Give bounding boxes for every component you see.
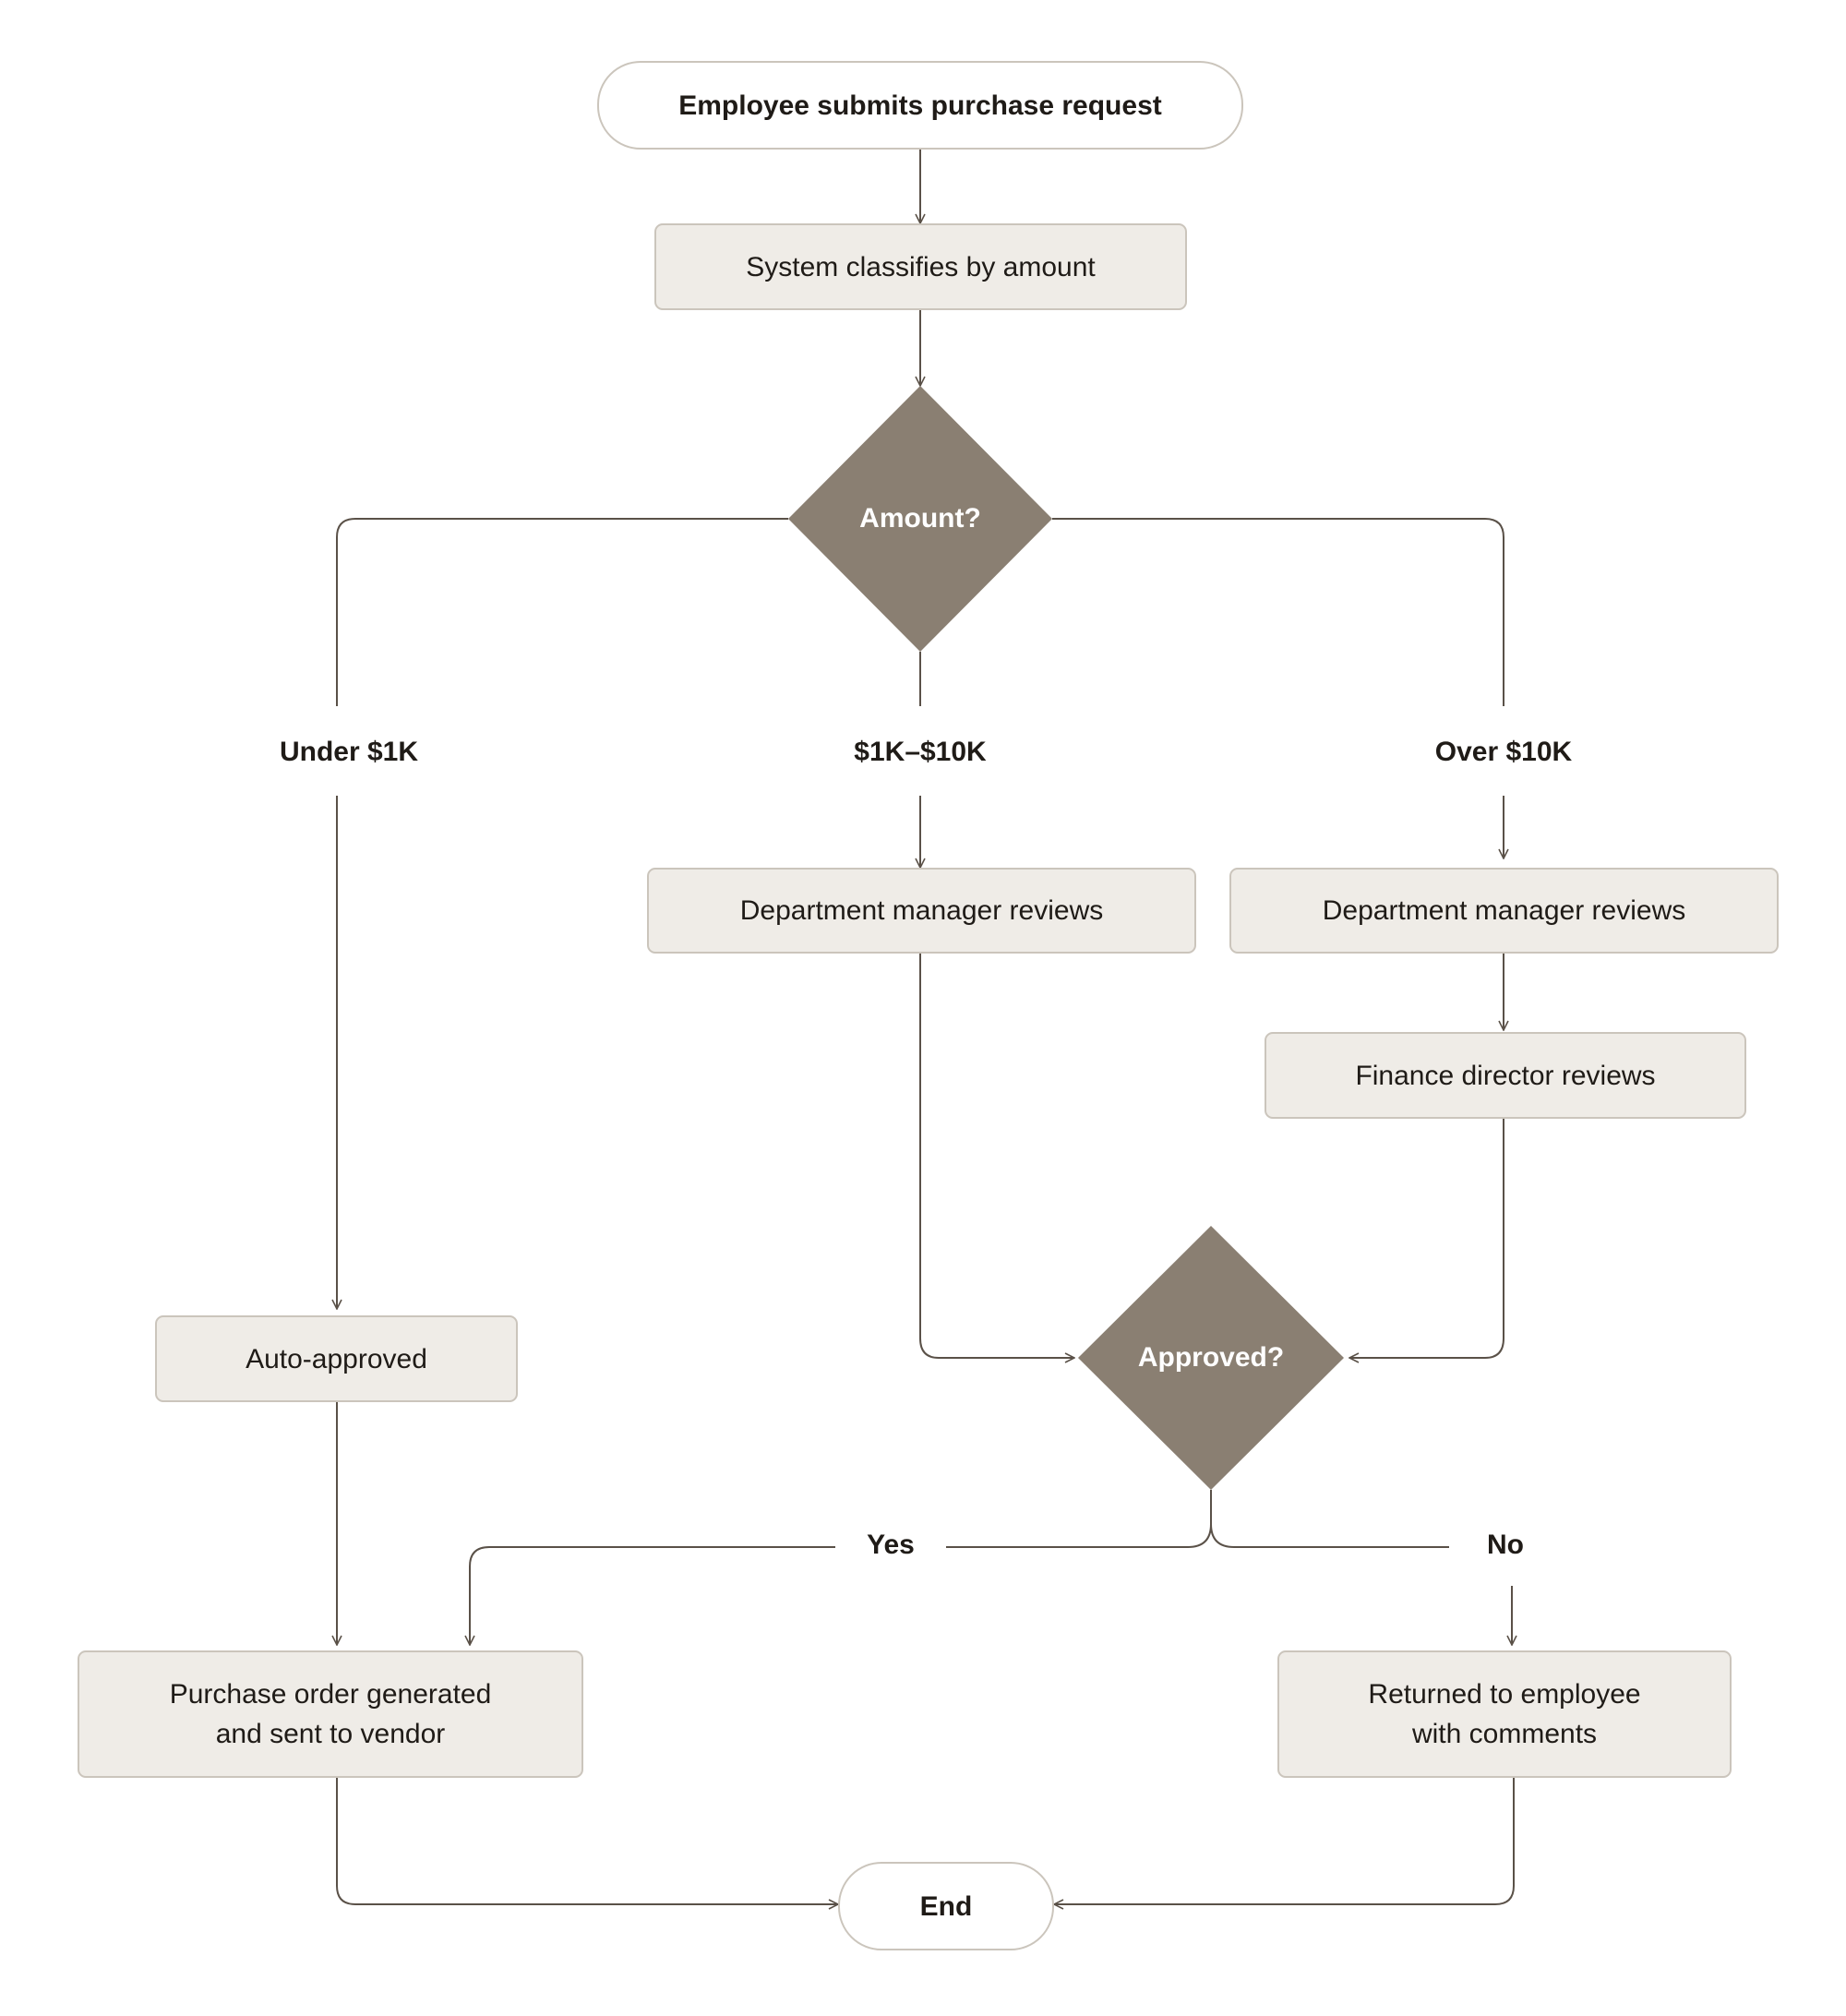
end-terminal: End [838,1862,1054,1950]
auto-approved-label: Auto-approved [246,1343,427,1374]
returned-step: Returned to employee with comments [1277,1650,1732,1778]
amount-decision-label: Amount? [859,503,981,534]
classify-step: System classifies by amount [654,223,1187,310]
finance-review-step: Finance director reviews [1265,1032,1746,1119]
purchase-order-label: Purchase order generated and sent to ven… [169,1679,492,1749]
edge-returned-to-end [1054,1777,1515,1904]
finance-review-label: Finance director reviews [1355,1060,1656,1091]
start-label: Employee submits purchase request [678,90,1162,121]
purchase-order-step: Purchase order generated and sent to ven… [78,1650,583,1778]
amount-decision-diamond [788,386,1052,652]
returned-label: Returned to employee with comments [1368,1679,1641,1749]
manager-review-mid-label: Department manager reviews [739,895,1104,926]
edge-approved-to-yes [946,1490,1212,1548]
edge-label-over: Over $10K [1413,729,1594,775]
edge-approved-to-no [1210,1523,1449,1548]
auto-approved-step: Auto-approved [155,1315,518,1402]
edge-po-to-end [336,1777,838,1904]
edge-yes-to-po [470,1546,835,1645]
edge-amount-to-over [1052,518,1504,706]
approved-decision-label: Approved? [1137,1342,1285,1373]
start-terminal: Employee submits purchase request [597,61,1243,150]
edge-label-no: No [1453,1521,1558,1569]
edge-finance-to-approved [1349,1118,1504,1358]
classify-label: System classifies by amount [746,251,1096,282]
manager-review-mid-step: Department manager reviews [647,868,1196,954]
approved-decision-diamond [1078,1226,1344,1490]
edge-manager-mid-to-approved [919,952,1074,1358]
edge-label-yes: Yes [838,1521,943,1569]
edge-amount-to-under [336,518,788,706]
edge-label-under: Under $1K [251,729,447,775]
manager-review-high-step: Department manager reviews [1229,868,1779,954]
manager-review-high-label: Department manager reviews [1322,895,1686,926]
end-label: End [919,1890,973,1922]
edge-label-mid: $1K–$10K [816,729,1025,775]
